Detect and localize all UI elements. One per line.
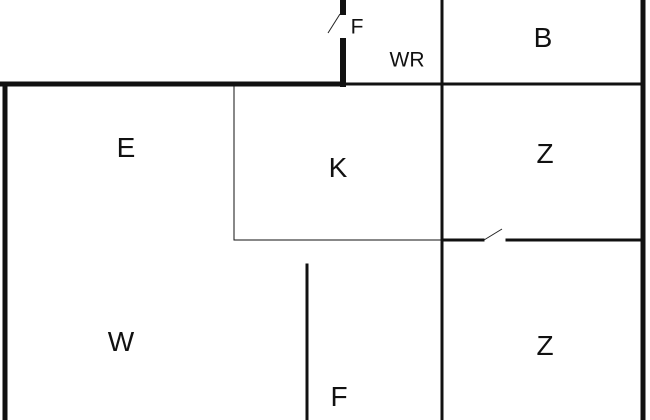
door-leaf-z bbox=[483, 228, 503, 241]
room-label-wr: WR bbox=[389, 48, 425, 72]
room-label-w: W bbox=[107, 326, 135, 357]
room-label-f-bottom: F bbox=[330, 381, 348, 412]
door-leaf-wr bbox=[327, 13, 341, 34]
room-label-z-lower: Z bbox=[536, 330, 554, 361]
room-label-k: K bbox=[328, 152, 348, 183]
room-label-b: B bbox=[533, 22, 553, 53]
room-label-z-upper: Z bbox=[536, 138, 554, 169]
room-label-e: E bbox=[116, 132, 136, 163]
room-label-f-top: F bbox=[350, 15, 364, 39]
